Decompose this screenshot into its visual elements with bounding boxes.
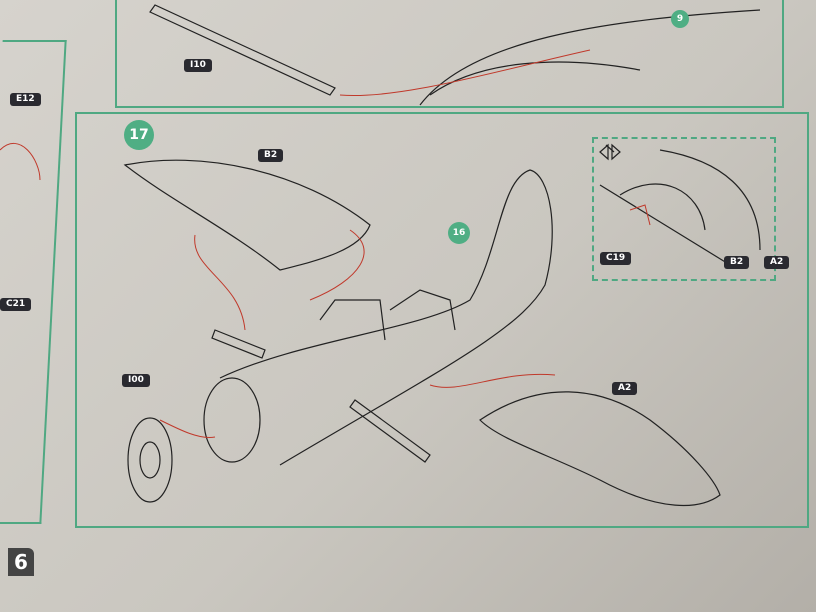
part-label-i00: I00	[122, 374, 150, 387]
fuselage-top	[419, 9, 761, 106]
inset-label-b2: B2	[724, 256, 750, 269]
radiator-right	[349, 399, 431, 463]
assembly-arrows	[0, 49, 651, 439]
part-label-a2: A2	[612, 382, 638, 395]
left-wing	[123, 159, 371, 271]
inset-detail-box	[592, 137, 776, 281]
step-17-panel	[75, 112, 809, 528]
step-9-badge: 9	[671, 10, 689, 28]
cowling-front	[203, 377, 261, 463]
inset-label-c19: C19	[600, 252, 632, 265]
propeller-plate	[127, 417, 173, 503]
page-number: 6	[8, 548, 34, 576]
fuselage	[219, 169, 553, 466]
part-label-c21: C21	[0, 298, 32, 311]
radiator-left	[211, 329, 266, 359]
radiator-part	[149, 4, 336, 96]
step-16-badge: 16	[448, 222, 470, 244]
step-17-badge: 17	[124, 120, 154, 150]
inset-label-a2: A2	[764, 256, 790, 269]
right-wing	[479, 391, 721, 507]
cockpit-canopy	[319, 299, 386, 341]
part-label-b2: B2	[258, 149, 284, 162]
top-step-panel	[115, 0, 784, 108]
part-label-i10: I10	[184, 59, 212, 72]
part-label-e12: E12	[10, 93, 41, 106]
